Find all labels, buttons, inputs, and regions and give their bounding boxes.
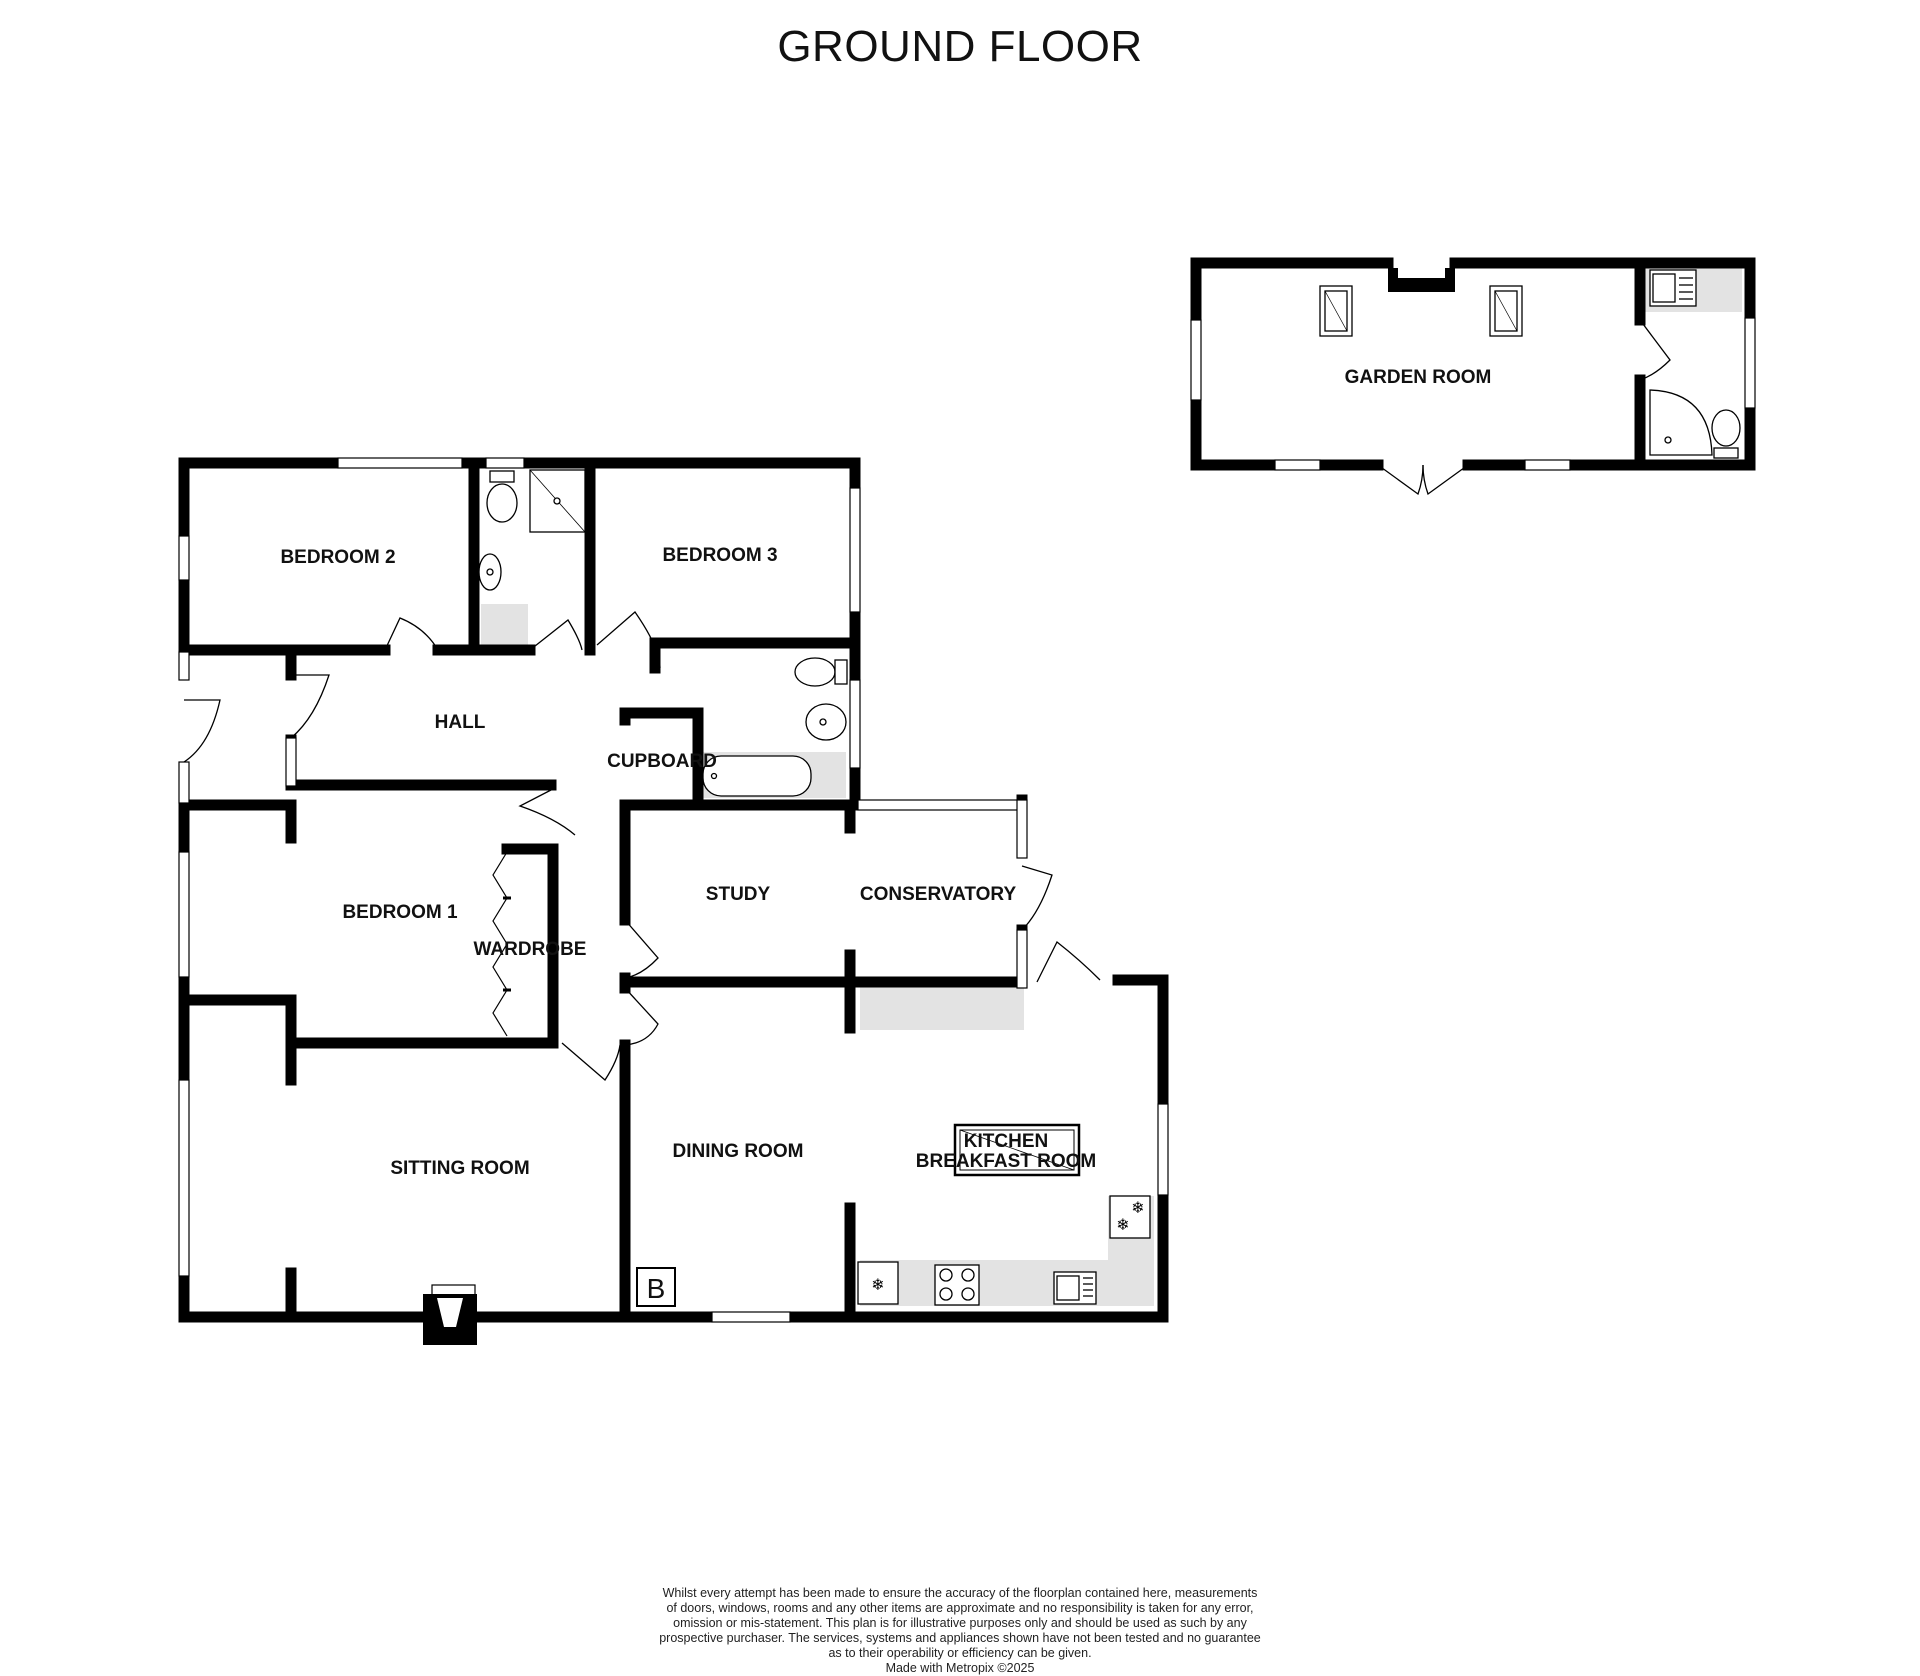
fridge bbox=[857, 1261, 899, 1305]
disclaimer: Whilst every attempt has been made to en… bbox=[560, 1586, 1360, 1676]
windows bbox=[178, 457, 1169, 1323]
disclaimer-line: of doors, windows, rooms and any other i… bbox=[666, 1601, 1254, 1615]
freezer bbox=[1109, 1195, 1151, 1239]
snowflake-icon: ❄ bbox=[1131, 1198, 1144, 1217]
room-label-conservatory: CONSERVATORY bbox=[860, 884, 1017, 905]
kitchen-island bbox=[953, 1123, 1081, 1177]
bath-tub bbox=[702, 755, 812, 797]
walls-main bbox=[178, 457, 1169, 1323]
skylights bbox=[1319, 285, 1523, 337]
snowflake-icon: ❄ bbox=[1116, 1215, 1129, 1234]
room-label-bedroom-3: BEDROOM 3 bbox=[662, 545, 777, 566]
bathroom-fixtures bbox=[702, 657, 848, 797]
walls-garden-room bbox=[1190, 257, 1756, 471]
room-label-cupboard: CUPBOARD bbox=[607, 751, 717, 772]
garden-room-toilet bbox=[1711, 409, 1741, 447]
garden-room-doors bbox=[1377, 319, 1671, 496]
disclaimer-line: prospective purchaser. The services, sys… bbox=[659, 1631, 1261, 1645]
snowflake-icons: ❄ ❄ ❄ bbox=[871, 1198, 1144, 1294]
room-label-kitchen: KITCHEN bbox=[964, 1131, 1048, 1152]
room-label-breakfast-room: BREAKFAST ROOM bbox=[916, 1151, 1097, 1172]
kitchen-worktop-bottom bbox=[860, 1260, 1153, 1306]
snowflake-icon: ❄ bbox=[871, 1275, 884, 1294]
garden-room-windows bbox=[1190, 317, 1756, 471]
disclaimer-credit: Made with Metropix ©2025 bbox=[885, 1661, 1035, 1675]
fixture-areas bbox=[481, 268, 1742, 1306]
garden-room-wc-fixtures bbox=[1649, 269, 1741, 459]
floor-title: GROUND FLOOR bbox=[777, 22, 1143, 71]
room-label-garden-room: GARDEN ROOM bbox=[1345, 367, 1492, 388]
door-swings bbox=[183, 611, 1101, 1081]
ensuite-fixtures bbox=[478, 469, 586, 591]
room-label-hall: HALL bbox=[435, 712, 486, 733]
room-label-sitting-room: SITTING ROOM bbox=[390, 1158, 529, 1179]
room-label-bedroom-2: BEDROOM 2 bbox=[280, 547, 395, 568]
garden-room-fireplace bbox=[1388, 268, 1455, 292]
boiler-box bbox=[636, 1267, 676, 1307]
disclaimer-line: as to their operability or efficiency ca… bbox=[828, 1646, 1092, 1660]
room-label-study: STUDY bbox=[706, 884, 771, 905]
garden-room-shower bbox=[1649, 389, 1713, 456]
conservatory-worktop bbox=[860, 986, 1024, 1030]
ensuite-shower-tray-area bbox=[481, 604, 528, 649]
wardrobe-doors bbox=[492, 851, 511, 1037]
room-label-wardrobe: WARDROBE bbox=[474, 939, 587, 960]
disclaimer-line: omission or mis-statement. This plan is … bbox=[673, 1616, 1247, 1630]
kitchen-fixtures bbox=[857, 1123, 1151, 1306]
room-label-dining-room: DINING ROOM bbox=[673, 1141, 804, 1162]
room-labels: BEDROOM 2 BEDROOM 3 HALL CUPBOARD BEDROO… bbox=[280, 367, 1491, 1304]
chimney-breast bbox=[423, 1294, 477, 1345]
ensuite-toilet bbox=[486, 483, 518, 523]
room-label-bedroom-1: BEDROOM 1 bbox=[342, 902, 458, 923]
bathroom-toilet bbox=[794, 657, 836, 687]
disclaimer-line: Whilst every attempt has been made to en… bbox=[662, 1586, 1258, 1600]
boiler-label: B bbox=[647, 1273, 666, 1304]
